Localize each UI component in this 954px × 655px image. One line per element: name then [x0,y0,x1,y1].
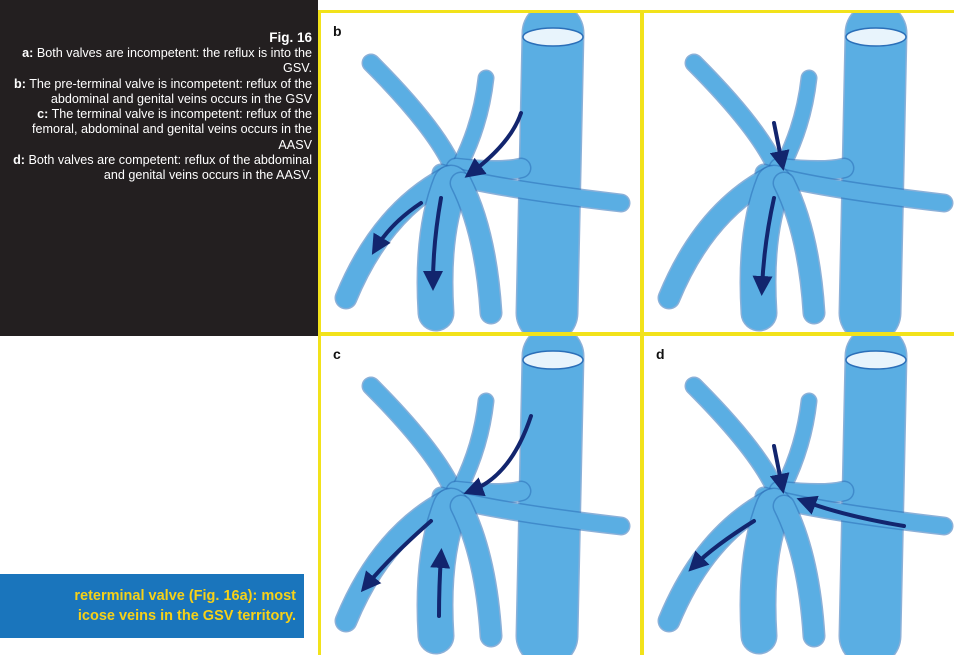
upper-left-tributary [694,63,774,163]
illustration-grid: b c d [318,0,954,655]
femoral-vein [547,33,553,313]
panel-label: b [333,23,342,39]
panel-label: d [656,346,665,362]
caption-item-c: c: The terminal valve is incompetent: re… [10,107,312,153]
upper-tributary [784,78,809,163]
upper-left-tributary [371,386,451,486]
vein-illustration-top-right [644,13,954,332]
callout-box: reterminal valve (Fig. 16a): most icose … [0,574,304,638]
callout-line-1: reterminal valve (Fig. 16a): most [0,586,296,606]
vein-illustration-c [321,336,640,655]
right-descending-vein [461,183,491,313]
upper-left-tributary [371,63,451,163]
panel-d: d [644,336,954,655]
femoral-vein-opening [846,351,906,369]
callout-line-2: icose veins in the GSV territory. [0,606,296,626]
panel-top-right [644,13,954,332]
panel-b: b [321,13,640,332]
femoral-vein [870,356,876,636]
right-descending-vein [784,506,814,636]
right-descending-vein [461,506,491,636]
figure-caption: Fig. 16 a: Both valves are incompetent: … [0,0,318,336]
saphenous-vein [758,506,774,636]
femoral-vein [547,356,553,636]
vein-illustration-b [321,13,640,332]
femoral-vein-opening [523,351,583,369]
panel-c: c [321,336,640,655]
femoral-vein-opening [523,28,583,46]
upper-tributary [784,401,809,486]
reflux-arrow-3 [439,556,441,616]
figure-title: Fig. 16 [10,30,312,46]
caption-item-b: b: The pre-terminal valve is incompetent… [10,77,312,108]
upper-left-tributary [694,386,774,486]
saphenous-vein [435,183,451,313]
right-descending-vein [784,183,814,313]
upper-tributary [461,78,486,163]
caption-item-a: a: Both valves are incompetent: the refl… [10,46,312,77]
femoral-vein [870,33,876,313]
vein-illustration-d [644,336,954,655]
upper-tributary [461,401,486,486]
caption-item-d: d: Both valves are competent: reflux of … [10,153,312,184]
femoral-vein-opening [846,28,906,46]
panel-label: c [333,346,341,362]
